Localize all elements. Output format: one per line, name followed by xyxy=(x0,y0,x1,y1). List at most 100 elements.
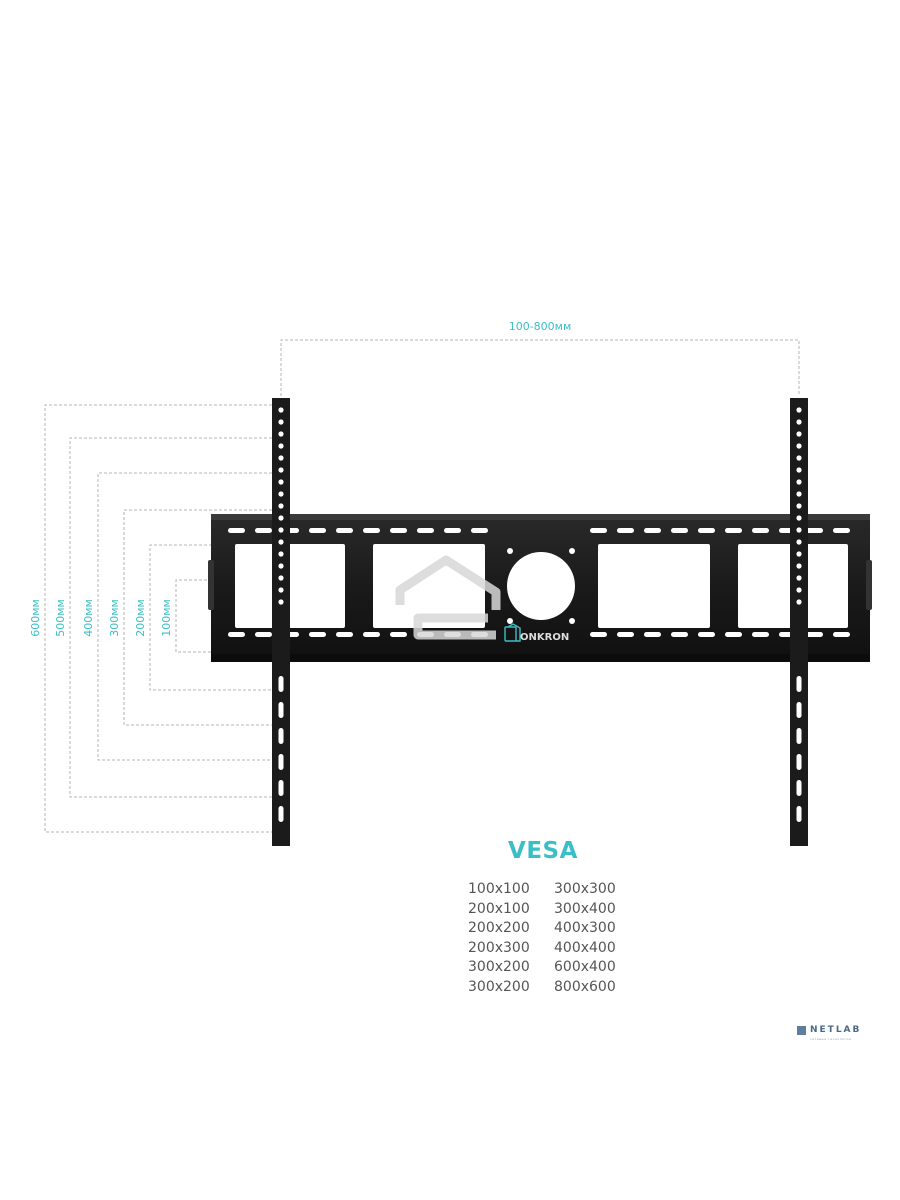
vesa-size: 600x400 xyxy=(554,959,616,975)
dimension-label-100: 100мм xyxy=(160,599,173,637)
arm-hole xyxy=(796,515,802,521)
arm-hole xyxy=(796,587,802,593)
plate-slot xyxy=(671,632,688,637)
arm-hole xyxy=(278,503,284,509)
vesa-size-list: 100x100 300x300 200x100 300x400 200x200 … xyxy=(468,880,634,996)
arm-slot xyxy=(796,676,802,692)
guide-400 xyxy=(97,472,272,761)
plate-slot xyxy=(255,528,272,533)
vesa-size: 200x300 xyxy=(468,939,530,956)
plate-slot xyxy=(671,528,688,533)
plate-slot xyxy=(617,632,634,637)
arm-hole xyxy=(278,527,284,533)
plate-slot xyxy=(617,528,634,533)
arm-slot xyxy=(796,806,802,822)
vesa-size: 300x200 xyxy=(468,959,530,975)
arm-slot xyxy=(796,780,802,796)
arm-hole xyxy=(278,491,284,497)
arm-slot xyxy=(278,728,284,744)
arm-hole xyxy=(278,443,284,449)
vesa-size: 100x100 xyxy=(468,881,530,897)
arm-hole xyxy=(796,419,802,425)
vesa-size: 200x100 xyxy=(468,900,530,917)
left-arm xyxy=(272,398,290,846)
plate-slot xyxy=(698,528,715,533)
arm-hole xyxy=(796,575,802,581)
arm-slot xyxy=(278,676,284,692)
arm-hole xyxy=(278,419,284,425)
arm-hole xyxy=(796,479,802,485)
arm-slot xyxy=(796,702,802,718)
arm-hole xyxy=(796,551,802,557)
vesa-size: 400x400 xyxy=(554,939,616,956)
plate-slot xyxy=(833,632,850,637)
brand-name: ONKRON xyxy=(520,632,569,643)
left-hook xyxy=(208,560,214,610)
plate-slot xyxy=(417,528,434,533)
right-hook xyxy=(866,560,872,610)
arm-hole xyxy=(796,503,802,509)
vesa-size: 400x300 xyxy=(554,920,616,936)
arm-hole xyxy=(796,467,802,473)
vesa-size: 300x300 xyxy=(554,881,616,897)
plate-slot xyxy=(390,632,407,637)
vesa-size: 300x200 xyxy=(468,978,530,995)
plate-slot xyxy=(752,528,769,533)
arm-hole xyxy=(278,431,284,437)
onkron-logo-icon xyxy=(504,623,521,642)
arm-hole xyxy=(796,563,802,569)
arm-hole xyxy=(278,479,284,485)
arm-slot xyxy=(278,780,284,796)
plate-slot xyxy=(590,632,607,637)
right-arm xyxy=(790,398,808,846)
arm-hole xyxy=(278,575,284,581)
dimension-label-200: 200мм xyxy=(134,599,147,637)
arm-hole xyxy=(796,527,802,533)
arm-hole xyxy=(796,431,802,437)
plate-slot xyxy=(309,632,326,637)
plate-slot xyxy=(590,528,607,533)
arm-hole xyxy=(278,587,284,593)
arm-slot xyxy=(278,702,284,718)
plate-slot xyxy=(363,632,380,637)
vertical-arms xyxy=(272,398,808,846)
dimension-label-500: 500мм xyxy=(54,599,67,637)
horizontal-guide xyxy=(280,339,800,396)
netlab-logo: NETLAB xyxy=(797,1025,861,1035)
plate-slot xyxy=(336,632,353,637)
plate-slot xyxy=(752,632,769,637)
vesa-size: 800x600 xyxy=(554,978,616,995)
plate-slot xyxy=(228,632,245,637)
arm-hole xyxy=(278,515,284,521)
arm-hole xyxy=(278,599,284,605)
arm-hole xyxy=(796,407,802,413)
arm-hole xyxy=(796,491,802,497)
dimension-label-300: 300мм xyxy=(108,599,121,637)
arm-hole xyxy=(278,563,284,569)
plate-slot xyxy=(806,632,823,637)
plate-cutout xyxy=(598,544,710,628)
arm-hole xyxy=(796,455,802,461)
vesa-size: 200x200 xyxy=(468,920,530,936)
arm-hole xyxy=(278,467,284,473)
plate-slot xyxy=(806,528,823,533)
arm-hole xyxy=(796,599,802,605)
arm-hole xyxy=(278,455,284,461)
plate-slot xyxy=(309,528,326,533)
arm-hole xyxy=(796,443,802,449)
house-watermark-icon xyxy=(395,555,501,640)
netlab-name: NETLAB xyxy=(810,1025,862,1035)
vesa-title: VESA xyxy=(508,838,578,864)
plate-slot xyxy=(228,528,245,533)
dimension-label-400: 400мм xyxy=(82,599,95,637)
arm-hole xyxy=(278,539,284,545)
arm-hole xyxy=(796,539,802,545)
netlab-square-icon xyxy=(797,1025,806,1035)
vesa-size: 300x400 xyxy=(554,900,616,917)
arm-hole xyxy=(278,551,284,557)
plate-slot xyxy=(363,528,380,533)
wall-plate xyxy=(208,514,872,662)
plate-slot xyxy=(644,528,661,533)
